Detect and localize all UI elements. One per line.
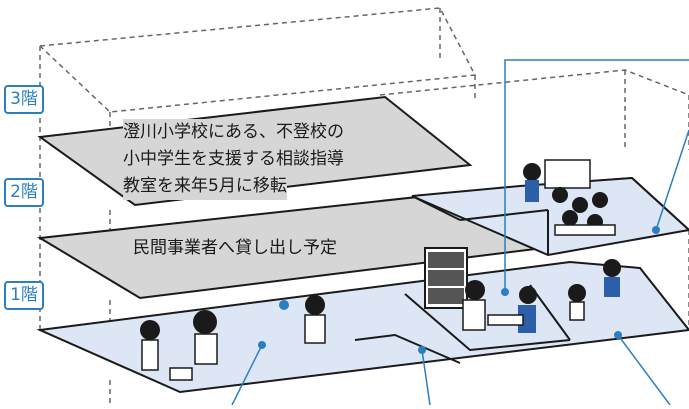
relocation-note-line-2: 小中学生を支援する相談指導 [123,146,344,173]
counseling-illustration-1f [462,280,537,333]
people-illustration-1f-left [140,295,326,381]
room-divider [459,209,549,221]
kids-illustration-1f [568,259,621,321]
bookshelf-icon [424,247,468,309]
callout-dots [258,226,660,354]
floor-label-3f: 3階 [4,85,44,114]
lease-plan-note: 民間事業者へ貸し出し予定 [133,235,337,262]
room-divider [404,293,571,352]
room-divider [354,333,461,364]
second-floor-classroom [411,176,689,257]
room-divider [411,195,461,221]
floor-label-1f: 1階 [4,281,44,310]
floor-label-2f: 2階 [4,178,44,207]
students-illustration-2f [523,159,616,236]
relocation-note-line-3: 教室を来年5月に移転 [123,173,287,200]
callout-lines [231,59,689,406]
relocation-note-line-1: 澄川小学校にある、不登校の [123,119,344,146]
